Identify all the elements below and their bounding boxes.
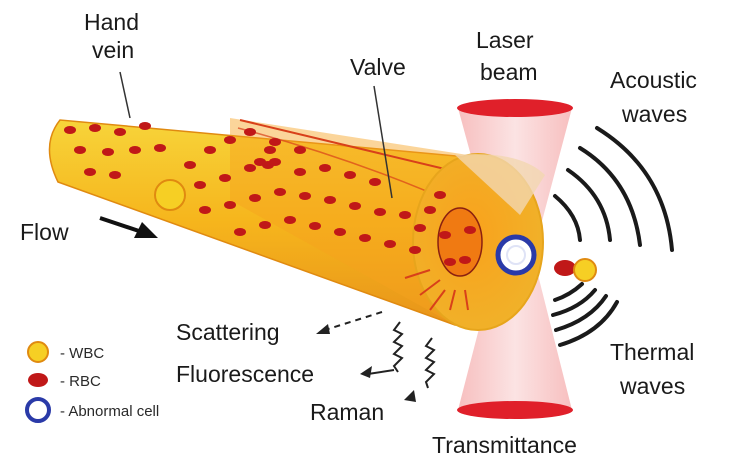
flow-arrow — [100, 218, 158, 238]
rbc-cell — [369, 178, 381, 186]
abnormal-cell-icon — [27, 399, 49, 421]
rbc-cell — [399, 211, 411, 219]
rbc-cell — [439, 231, 451, 239]
raman-label: Raman — [310, 399, 384, 425]
rbc-cell — [259, 221, 271, 229]
hand-vein-label-line1: Hand — [84, 9, 139, 35]
laser-beam-label-line2: beam — [480, 59, 538, 85]
rbc-cell — [254, 158, 266, 166]
rbc-cell — [102, 148, 114, 156]
wbc-exit — [574, 259, 596, 281]
rbc-cell — [374, 208, 386, 216]
wbc-icon — [28, 342, 48, 362]
rbc-cell — [324, 196, 336, 204]
rbc-cell — [129, 146, 141, 154]
rbc-cell — [219, 174, 231, 182]
rbc-cell — [244, 164, 256, 172]
legend-rbc-label: - RBC — [60, 373, 101, 390]
rbc-cell — [89, 124, 101, 132]
thermal-waves-label-line2: waves — [619, 373, 685, 399]
wbc-in-vein — [155, 180, 185, 210]
legend-wbc-label: - WBC — [60, 345, 104, 362]
rbc-cell — [384, 240, 396, 248]
rbc-cell — [359, 234, 371, 242]
raman-arrow — [404, 338, 434, 402]
hand-vein-leader — [120, 72, 130, 118]
rbc-cell — [64, 126, 76, 134]
rbc-cell — [444, 258, 456, 266]
rbc-cell — [199, 206, 211, 214]
rbc-cell — [224, 136, 236, 144]
rbc-icon — [28, 373, 48, 387]
abnormal-cell-at-focus — [498, 237, 534, 273]
rbc-cell — [139, 122, 151, 130]
rbc-cell — [294, 146, 306, 154]
acoustic-waves — [555, 128, 672, 250]
rbc-cell — [424, 206, 436, 214]
rbc-cell — [414, 224, 426, 232]
transmittance-label: Transmittance — [432, 432, 577, 458]
fluorescence-arrow — [360, 322, 402, 378]
rbc-cell — [184, 161, 196, 169]
inner-lumen — [438, 208, 482, 276]
rbc-cell — [409, 246, 421, 254]
hand-vein-label-line2: vein — [92, 37, 134, 63]
rbc-cell — [204, 146, 216, 154]
rbc-cell — [194, 181, 206, 189]
rbc-cell — [249, 194, 261, 202]
legend: - WBC - RBC - Abnormal cell — [27, 342, 159, 421]
rbc-cell — [319, 164, 331, 172]
rbc-cell — [294, 168, 306, 176]
rbc-cell — [224, 201, 236, 209]
laser-beam-label-line1: Laser — [476, 27, 534, 53]
rbc-cell — [299, 192, 311, 200]
rbc-cell — [434, 191, 446, 199]
rbc-exit — [554, 260, 576, 276]
rbc-cell — [244, 128, 256, 136]
rbc-cell — [74, 146, 86, 154]
rbc-cell — [84, 168, 96, 176]
rbc-cell — [349, 202, 361, 210]
scattering-label: Scattering — [176, 319, 280, 345]
valve-label: Valve — [350, 54, 406, 80]
rbc-cell — [269, 138, 281, 146]
fluorescence-label: Fluorescence — [176, 361, 314, 387]
flow-label: Flow — [20, 219, 69, 245]
thermal-waves-label-line1: Thermal — [610, 339, 694, 365]
legend-abnormal-label: - Abnormal cell — [60, 403, 159, 420]
rbc-cell — [334, 228, 346, 236]
scattering-arrow — [316, 312, 382, 334]
rbc-cell — [464, 226, 476, 234]
acoustic-waves-label-line2: waves — [621, 101, 687, 127]
thermal-waves — [553, 284, 617, 345]
rbc-cell — [459, 256, 471, 264]
rbc-cell — [309, 222, 321, 230]
rbc-cell — [234, 228, 246, 236]
laser-bottom-ellipse — [457, 401, 573, 419]
acoustic-waves-label-line1: Acoustic — [610, 67, 697, 93]
rbc-cell — [274, 188, 286, 196]
rbc-cell — [114, 128, 126, 136]
rbc-cell — [264, 146, 276, 154]
laser-top-ellipse — [457, 99, 573, 117]
rbc-cell — [154, 144, 166, 152]
rbc-cell — [284, 216, 296, 224]
rbc-cell — [109, 171, 121, 179]
rbc-cell — [344, 171, 356, 179]
